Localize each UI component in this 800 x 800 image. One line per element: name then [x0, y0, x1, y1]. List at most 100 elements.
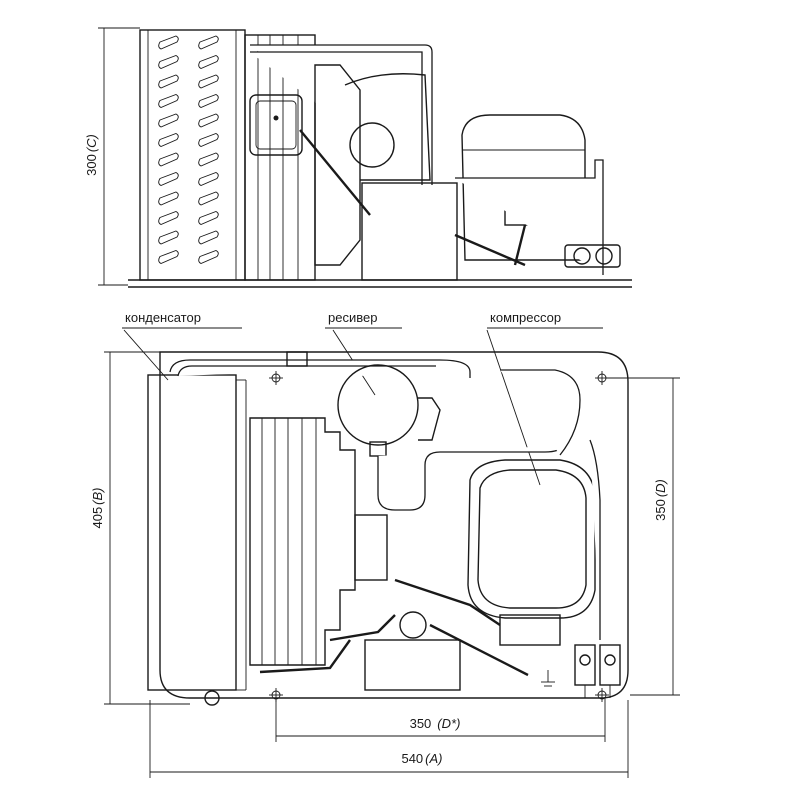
mount-width-value: 350 [410, 716, 432, 731]
condenser-fin [158, 172, 179, 186]
height-letter: (C) [84, 134, 99, 152]
width-label: 540(A) [401, 751, 442, 766]
side-condenser-fins [158, 35, 219, 264]
plan-electrical-box [364, 639, 461, 691]
plan-terminal-box [499, 614, 561, 646]
plan-top-pipe-inner [177, 365, 436, 377]
condenser-fin [158, 113, 179, 128]
mounting-hole-icon [269, 371, 283, 385]
plan-valve-left-cap [579, 654, 591, 666]
condenser-fin [158, 250, 179, 264]
height-label: 300 (C) [84, 134, 99, 176]
plan-liquid-line [377, 444, 566, 511]
plan-service-valves [574, 644, 621, 698]
height-dimension: 300 (C) [84, 27, 140, 286]
side-view: 300 (C) [84, 27, 632, 288]
plan-receiver-valve [418, 397, 441, 441]
condenser-fin [198, 133, 219, 147]
side-receiver-end [349, 122, 395, 168]
condenser-fin [198, 35, 219, 50]
plan-receiver [337, 364, 419, 446]
plan-compressor [467, 459, 596, 619]
side-valve-2 [595, 247, 613, 265]
plan-wire-2 [429, 623, 529, 677]
plan-fan-motor [354, 514, 388, 581]
plan-suction-line [500, 369, 581, 456]
condenser-fin [158, 230, 179, 245]
mount-width-label: 350 (D*) [410, 716, 461, 731]
mounting-hole-icon [269, 688, 283, 702]
plan-discharge-line [589, 439, 601, 640]
compressor-label: компрессор [490, 310, 561, 325]
condenser-fin [198, 94, 219, 108]
side-condenser-body [139, 29, 246, 281]
side-junction-box [249, 94, 303, 156]
side-receiver-dome [344, 73, 431, 181]
condenser-fin [198, 74, 219, 89]
side-electrical-box [361, 182, 458, 281]
condenser-fin [198, 55, 219, 69]
compressor-leader [486, 329, 541, 486]
condenser-fin [158, 191, 179, 206]
side-compressor-body [461, 114, 586, 261]
condenser-fin [158, 152, 179, 167]
condenser-label: конденсатор [125, 310, 201, 325]
side-comp-pipe [455, 159, 604, 275]
plan-capacitor [399, 611, 427, 639]
plan-view: конденсатор ресивер компрессор [90, 310, 680, 778]
condenser-fin [158, 55, 179, 69]
height-value: 300 [84, 154, 99, 176]
plan-wire-3 [329, 614, 396, 642]
condenser-fin [198, 152, 219, 167]
side-junction-screw [273, 115, 279, 121]
width-dimension: 540(A) [149, 700, 629, 778]
mount-depth-value: 350 [653, 499, 668, 521]
side-valve-block [564, 244, 621, 268]
plan-compressor-inner [477, 469, 587, 609]
depth-value: 405 [90, 507, 105, 529]
condenser-fin [198, 211, 219, 225]
mounting-hole-marks [269, 371, 609, 702]
side-top-tube-inner [250, 51, 423, 185]
mount-width-letter: (D*) [437, 716, 460, 731]
side-fan-motor [314, 64, 361, 266]
depth-letter: (B) [90, 487, 105, 504]
width-letter: (A) [425, 751, 442, 766]
depth-label: 405 (B) [90, 487, 105, 528]
condenser-leader [123, 329, 169, 381]
side-wire-2 [454, 233, 526, 267]
condenser-fin [158, 74, 179, 89]
condenser-fin [198, 230, 219, 245]
side-wire-3 [513, 224, 527, 266]
mount-depth-label: 350 (D) [653, 479, 668, 521]
condenser-fin [198, 172, 219, 186]
condenser-fin [198, 191, 219, 206]
condenser-fin [158, 35, 179, 50]
plan-pipe-fitting [286, 351, 308, 367]
side-valve-1 [573, 247, 591, 265]
depth-dimension: 405 (B) [90, 351, 190, 705]
condenser-fin [158, 211, 179, 225]
condenser-fin [198, 250, 219, 264]
plan-condenser [147, 374, 237, 691]
condenser-fin [158, 133, 179, 147]
plan-wire-4 [259, 639, 351, 674]
mount-depth-letter: (D) [653, 479, 668, 497]
plan-wire-1 [394, 578, 501, 626]
mount-width-dimension: 350 (D*) [275, 698, 606, 742]
ground-icon [541, 670, 555, 687]
mounting-hole-icon [595, 688, 609, 702]
side-wire-1 [299, 129, 371, 216]
side-junction-box-inner [255, 100, 297, 150]
condenser-fin [158, 94, 179, 108]
plan-fan-shroud [249, 417, 356, 666]
side-service-valves [564, 244, 621, 268]
width-value: 540 [401, 751, 423, 766]
mount-depth-dimension: 350 (D) [605, 377, 680, 696]
condenser-fin [198, 113, 219, 128]
plan-foot [204, 690, 220, 706]
plan-valve-right-cap [604, 654, 616, 666]
receiver-label: ресивер [328, 310, 377, 325]
